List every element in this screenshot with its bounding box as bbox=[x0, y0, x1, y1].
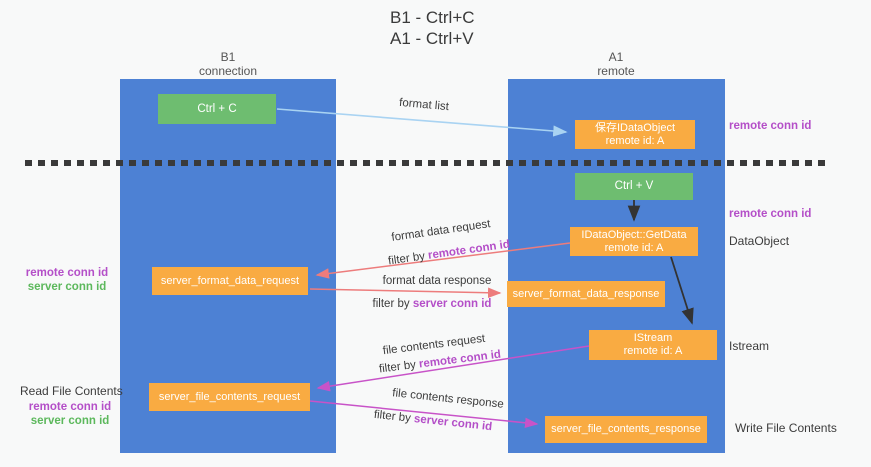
istream-line1: IStream bbox=[633, 332, 673, 344]
conn-id-group-file: Read File Contents remote conn id server… bbox=[20, 384, 123, 428]
server-file-contents-response-node: server_file_contents_response bbox=[545, 416, 707, 443]
remote-conn-id-left-2: remote conn id bbox=[28, 401, 112, 413]
istream-line2: remote id: A bbox=[623, 345, 683, 357]
save-idataobject-line2: remote id: A bbox=[605, 134, 665, 147]
file-request-label: server_file_contents_request bbox=[158, 390, 301, 403]
getdata-line1: IDataObject::GetData bbox=[581, 228, 687, 241]
server-format-data-response-node: server_format_data_response bbox=[507, 281, 665, 307]
write-file-contents-label: Write File Contents bbox=[735, 421, 837, 435]
a1-column-title: A1 bbox=[608, 50, 624, 64]
a1-column-subtitle: remote bbox=[597, 64, 635, 78]
server-conn-id-text: server conn id bbox=[412, 298, 492, 310]
server-conn-id-left-1: server conn id bbox=[27, 281, 107, 293]
conn-id-group-format: remote conn id server conn id bbox=[17, 266, 117, 294]
file-response-arrow bbox=[309, 400, 539, 429]
ctrl-v-node: Ctrl + V bbox=[575, 173, 693, 200]
format-response-arrow bbox=[309, 287, 502, 298]
title-line-2: A1 - Ctrl+V bbox=[390, 29, 474, 48]
format-response-filter-label: filter by server conn id bbox=[373, 298, 492, 310]
istream-node: IStream remote id: A bbox=[589, 330, 717, 360]
format-list-arrow bbox=[276, 108, 568, 137]
format-data-response-flow-label: format data response bbox=[382, 275, 492, 287]
remote-conn-id-label-top: remote conn id bbox=[729, 120, 812, 132]
title-line-1: B1 - Ctrl+C bbox=[390, 8, 475, 27]
filter-by-text: filter by bbox=[372, 298, 413, 310]
server-conn-id-left-2: server conn id bbox=[30, 415, 110, 427]
dashed-divider bbox=[25, 160, 830, 166]
ctrl-v-label: Ctrl + V bbox=[614, 180, 654, 192]
remote-conn-id-left-1: remote conn id bbox=[25, 267, 109, 279]
getdata-to-istream-arrow bbox=[670, 256, 694, 325]
ctrl-c-label: Ctrl + C bbox=[197, 102, 237, 115]
server-file-contents-request-node: server_file_contents_request bbox=[149, 383, 310, 411]
file-response-label: server_file_contents_response bbox=[551, 423, 701, 435]
b1-column-header: B1 connection bbox=[120, 50, 336, 78]
page-title: B1 - Ctrl+C A1 - Ctrl+V bbox=[390, 7, 475, 49]
dataobject-label: DataObject bbox=[729, 234, 790, 248]
idataobject-getdata-node: IDataObject::GetData remote id: A bbox=[570, 227, 698, 256]
save-idataobject-line1: 保存IDataObject bbox=[594, 121, 676, 134]
format-request-label: server_format_data_request bbox=[160, 274, 300, 287]
format-response-label: server_format_data_response bbox=[512, 287, 660, 300]
save-idataobject-node: 保存IDataObject remote id: A bbox=[575, 120, 695, 149]
server-format-data-request-node: server_format_data_request bbox=[152, 267, 308, 295]
istream-side-label: Istream bbox=[729, 339, 770, 353]
remote-conn-id-label-mid: remote conn id bbox=[729, 208, 812, 220]
format-request-arrow bbox=[315, 242, 571, 279]
read-file-contents-label: Read File Contents bbox=[20, 384, 123, 398]
getdata-line2: remote id: A bbox=[604, 241, 664, 254]
b1-column-subtitle: connection bbox=[198, 64, 258, 78]
file-request-arrow bbox=[316, 345, 590, 392]
a1-column-header: A1 remote bbox=[508, 50, 724, 78]
ctrl-c-node: Ctrl + C bbox=[158, 94, 276, 124]
b1-column-title: B1 bbox=[220, 50, 236, 64]
